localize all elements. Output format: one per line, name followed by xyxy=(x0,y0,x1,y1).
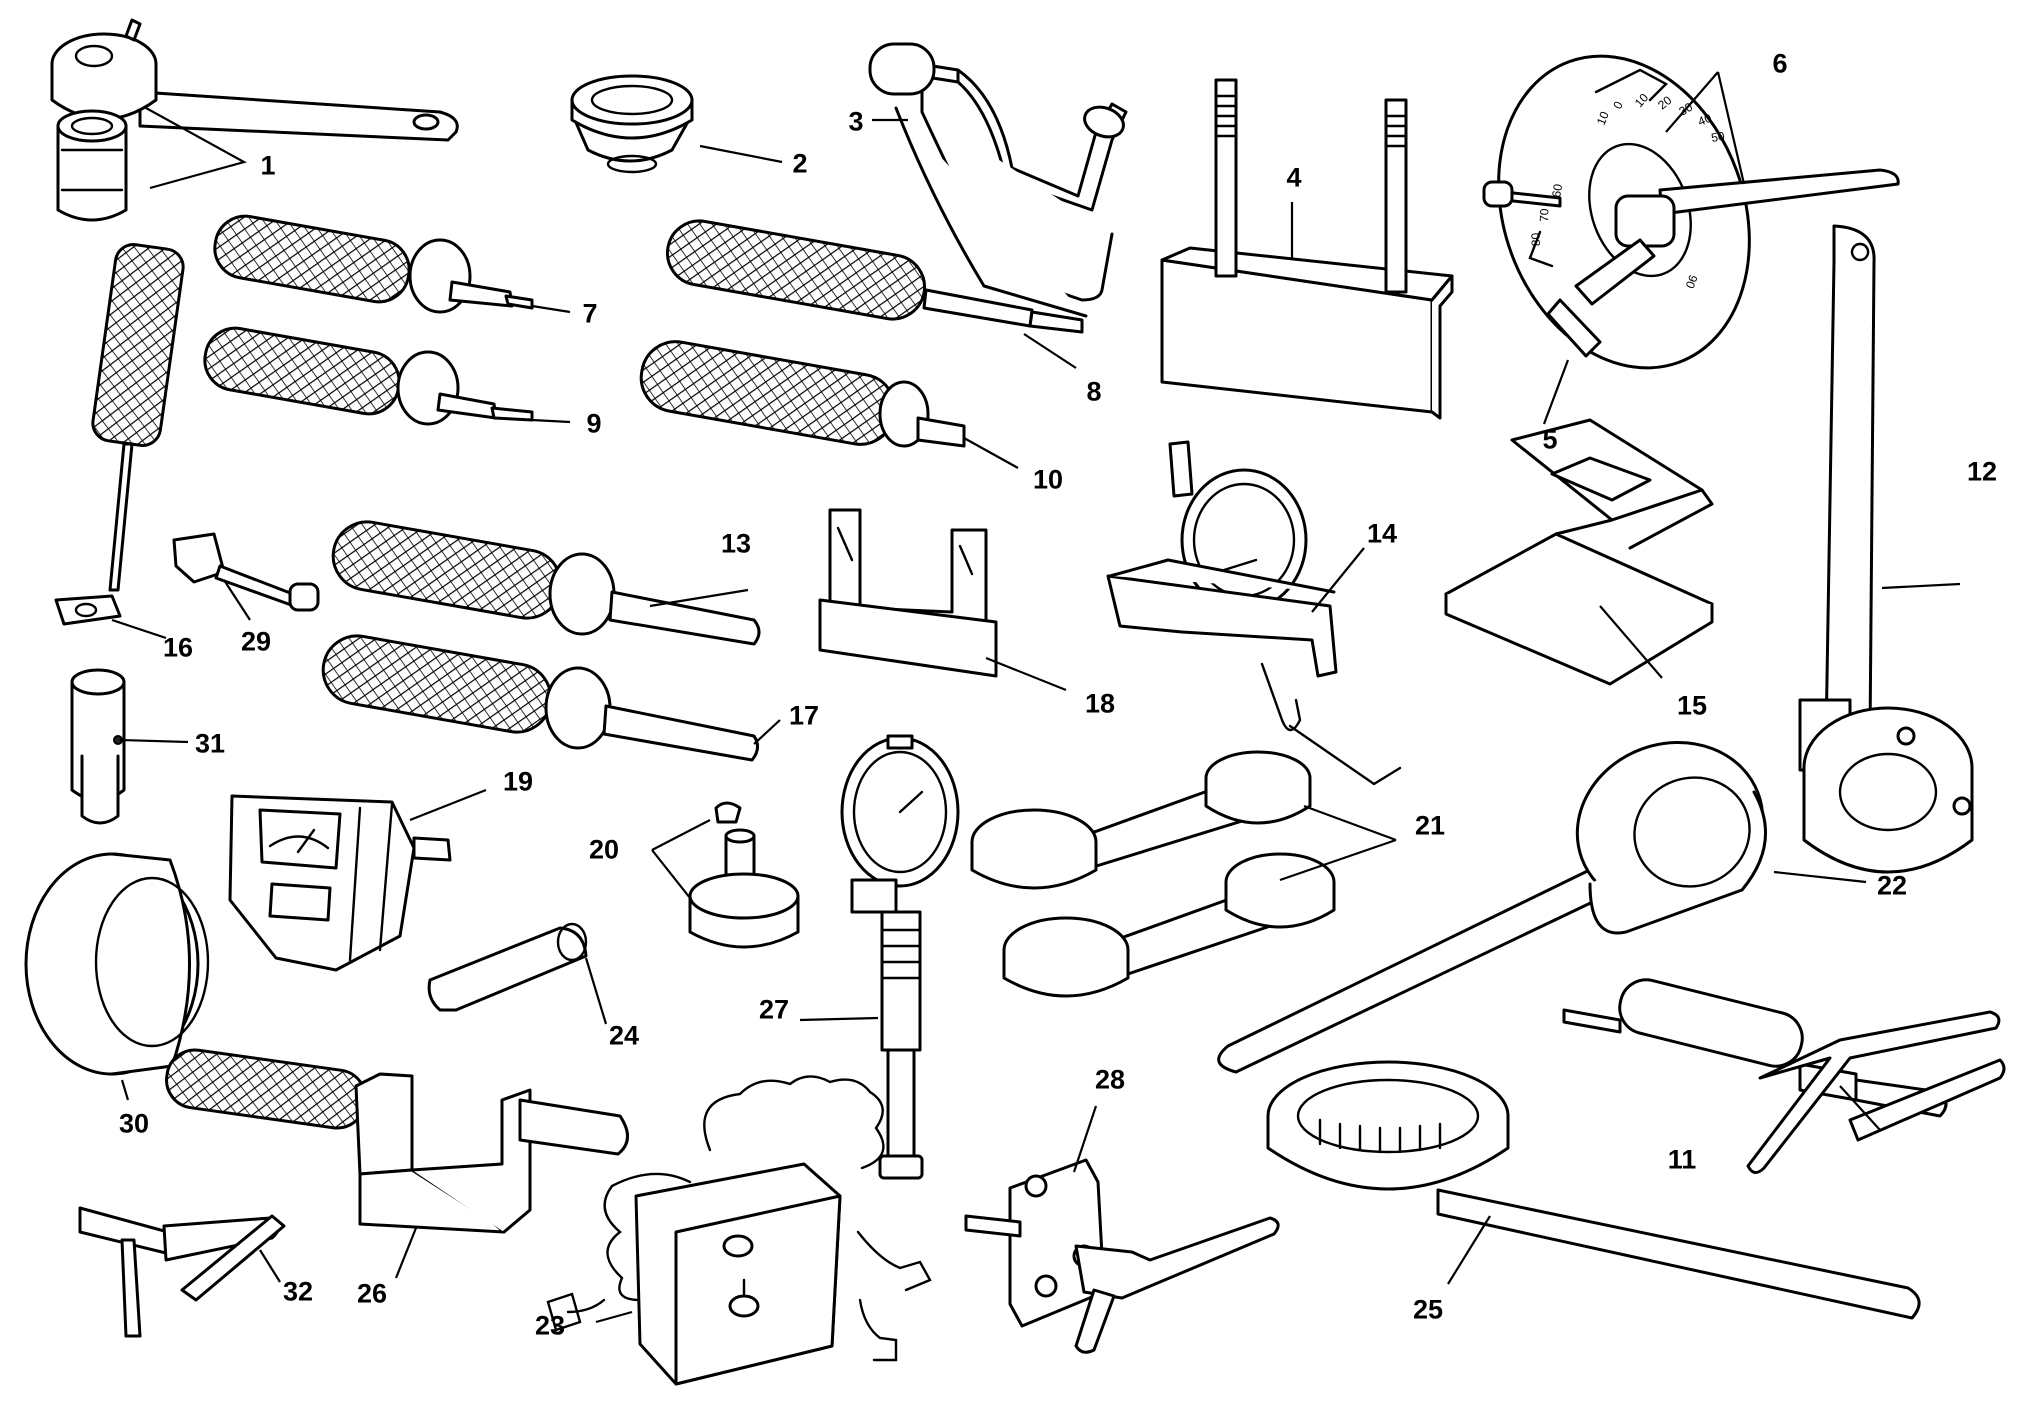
tool-28-puller-plate xyxy=(964,1158,1280,1354)
callout-2: 2 xyxy=(792,148,808,179)
tool-16-hook-handle xyxy=(54,243,185,626)
callout-8: 8 xyxy=(1086,376,1102,407)
callout-6: 6 xyxy=(1772,48,1788,79)
callout-16: 16 xyxy=(162,632,194,663)
callout-26: 26 xyxy=(356,1278,388,1309)
tool-4-stud-stand xyxy=(1160,78,1454,420)
callout-11: 11 xyxy=(1667,1144,1697,1175)
tool-21-offset-wrenches xyxy=(970,750,1336,998)
tool-23-test-box xyxy=(546,1075,932,1386)
callout-22: 22 xyxy=(1876,870,1908,901)
callout-12: 12 xyxy=(1966,456,1998,487)
callout-30: 30 xyxy=(118,1108,150,1139)
tool-5-6-degree-wheel: 10 0 10 20 30 40 50 60 70 80 90 xyxy=(1482,54,1900,370)
callout-14: 14 xyxy=(1366,518,1398,549)
tool-18-u-plate xyxy=(818,508,998,678)
callout-1: 1 xyxy=(260,150,276,181)
callout-17: 17 xyxy=(788,700,820,731)
callout-15: 15 xyxy=(1676,690,1708,721)
callout-24: 24 xyxy=(608,1020,640,1051)
callout-29: 29 xyxy=(240,626,272,657)
leader-lines xyxy=(111,71,1961,1324)
callout-13: 13 xyxy=(720,528,752,559)
tool-31-socket xyxy=(70,668,126,825)
tool-19-gauge-block xyxy=(228,794,452,972)
tool-24-pointed-drift xyxy=(427,922,588,1012)
callout-10: 10 xyxy=(1032,464,1064,495)
tool-30-ring xyxy=(24,852,210,1076)
callout-19: 19 xyxy=(502,766,534,797)
tool-12-pin-wrench xyxy=(1798,224,1974,874)
tool-22-hook-spanner xyxy=(1217,741,1767,1074)
callout-7: 7 xyxy=(582,298,598,329)
wheel-scale-50: 50 xyxy=(1710,129,1726,145)
callout-9: 9 xyxy=(586,408,602,439)
callout-23: 23 xyxy=(534,1310,566,1341)
tool-27-bore-gauge xyxy=(840,734,960,1180)
tool-1-ring-nut-wrench xyxy=(50,18,459,222)
callout-20: 20 xyxy=(588,834,620,865)
tool-25-ring-spanner xyxy=(1266,1060,1921,1320)
callout-27: 27 xyxy=(758,994,790,1025)
tool-17-knurled-drift xyxy=(321,634,759,762)
callout-32: 32 xyxy=(282,1276,314,1307)
tool-20-pin-base xyxy=(688,801,800,949)
callout-31: 31 xyxy=(194,728,226,759)
tool-8-knurled-drift xyxy=(665,219,1084,334)
tool-9-knurled-drift xyxy=(203,326,534,426)
callout-21: 21 xyxy=(1414,810,1446,841)
tool-26-clamp xyxy=(165,1048,629,1234)
tool-15-digital-meter xyxy=(1444,418,1714,686)
wheel-scale-60: 60 xyxy=(1549,183,1565,199)
tool-14-dial-indicator xyxy=(1106,440,1402,786)
wheel-scale-10a: 10 xyxy=(1594,109,1612,127)
callout-18: 18 xyxy=(1084,688,1116,719)
callout-28: 28 xyxy=(1094,1064,1126,1095)
tool-29-small-puller xyxy=(172,532,320,612)
tool-11-threaded-puller xyxy=(1562,978,2006,1174)
tool-7-knurled-drift xyxy=(213,214,534,314)
callout-25: 25 xyxy=(1412,1294,1444,1325)
callout-3: 3 xyxy=(848,106,864,137)
tool-2-filter-cup-wrench xyxy=(570,74,694,174)
callout-5: 5 xyxy=(1542,424,1558,455)
wheel-scale-40: 40 xyxy=(1696,111,1714,129)
tool-32-t-bar xyxy=(78,1206,286,1338)
wheel-scale-90: 90 xyxy=(1683,273,1701,291)
tool-10-knurled-drift xyxy=(639,340,966,448)
tool-13-knurled-drift xyxy=(331,520,761,646)
wheel-scale-70: 70 xyxy=(1537,208,1551,222)
tool-3-bent-handle xyxy=(868,42,1128,318)
callout-4: 4 xyxy=(1286,162,1302,193)
